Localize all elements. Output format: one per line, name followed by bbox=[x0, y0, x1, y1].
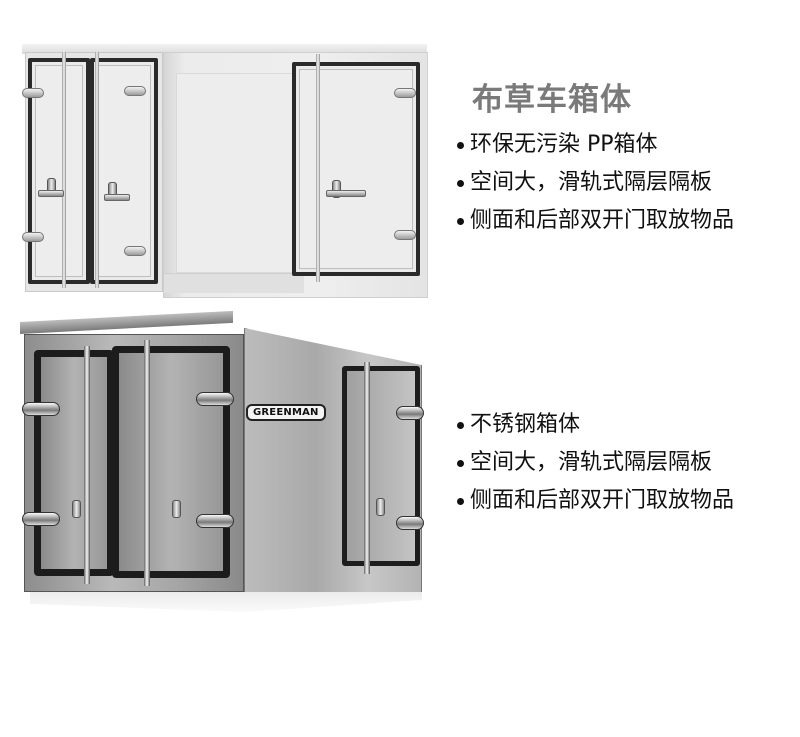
box-roof bbox=[20, 310, 233, 334]
door-lock-icon bbox=[332, 180, 341, 198]
door-lock-icon bbox=[376, 498, 385, 516]
lock-rod bbox=[62, 52, 66, 288]
bullet-icon bbox=[457, 217, 464, 225]
pp-box-title: 布草车箱体 bbox=[472, 82, 632, 118]
lock-rod bbox=[316, 54, 320, 282]
rear-door-right bbox=[90, 58, 158, 284]
bullet-icon bbox=[457, 459, 464, 467]
box-base bbox=[30, 592, 422, 612]
hinge-icon bbox=[22, 88, 44, 98]
lock-rod bbox=[144, 340, 150, 586]
door-handle-icon bbox=[326, 190, 366, 197]
hinge-icon bbox=[22, 402, 60, 416]
feature-item: 侧面和后部双开门取放物品 bbox=[457, 482, 734, 520]
side-door bbox=[342, 366, 420, 566]
feature-item: 侧面和后部双开门取放物品 bbox=[457, 202, 734, 240]
hinge-icon bbox=[124, 246, 146, 256]
stainless-cargo-box-image: GREENMAN bbox=[20, 310, 425, 616]
hinge-icon bbox=[196, 392, 234, 406]
feature-item: 环保无污染 PP箱体 bbox=[457, 126, 734, 164]
hinge-icon bbox=[394, 88, 416, 98]
stainless-box-feature-list: 不锈钢箱体 空间大，滑轨式隔层隔板 侧面和后部双开门取放物品 bbox=[457, 406, 734, 520]
pp-box-feature-list: 环保无污染 PP箱体 空间大，滑轨式隔层隔板 侧面和后部双开门取放物品 bbox=[457, 126, 734, 240]
brand-badge: GREENMAN bbox=[246, 404, 326, 421]
feature-item: 不锈钢箱体 bbox=[457, 406, 734, 444]
lock-rod bbox=[95, 52, 99, 288]
hinge-icon bbox=[196, 514, 234, 528]
hinge-icon bbox=[396, 516, 424, 530]
hinge-icon bbox=[396, 406, 424, 420]
hinge-icon bbox=[22, 232, 44, 242]
bullet-icon bbox=[457, 179, 464, 187]
door-handle-icon bbox=[104, 194, 130, 201]
pp-cargo-box-image bbox=[20, 44, 430, 300]
bullet-icon bbox=[457, 141, 464, 149]
rear-door-right bbox=[112, 346, 230, 578]
hinge-icon bbox=[394, 230, 416, 240]
feature-item: 空间大，滑轨式隔层隔板 bbox=[457, 164, 734, 202]
door-lock-icon bbox=[72, 500, 81, 518]
hinge-icon bbox=[22, 512, 60, 526]
door-handle-icon bbox=[38, 190, 64, 197]
bullet-icon bbox=[457, 421, 464, 429]
lock-rod bbox=[364, 362, 370, 574]
bullet-icon bbox=[457, 497, 464, 505]
door-lock-icon bbox=[172, 500, 181, 518]
rear-door-left bbox=[34, 350, 114, 576]
lock-rod bbox=[84, 346, 90, 584]
hinge-icon bbox=[124, 86, 146, 96]
feature-item: 空间大，滑轨式隔层隔板 bbox=[457, 444, 734, 482]
